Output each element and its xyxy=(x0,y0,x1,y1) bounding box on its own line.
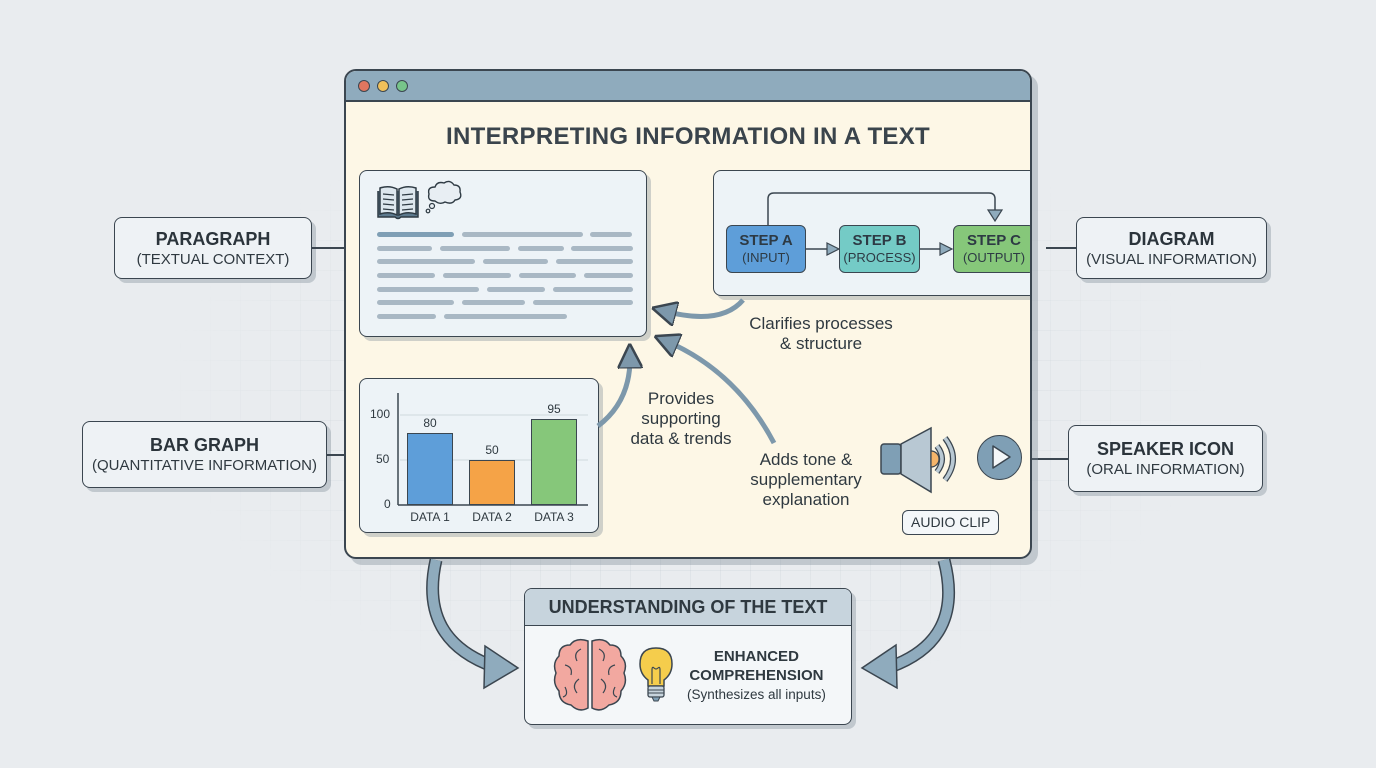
influence-arrows xyxy=(596,298,777,445)
bar-data-2 xyxy=(469,460,515,505)
audio-annotation: Adds tone & supplementary explanation xyxy=(750,450,862,509)
step-c-node: STEP C (OUTPUT) xyxy=(953,225,1030,273)
text-line xyxy=(377,259,475,264)
step-a-node: STEP A (INPUT) xyxy=(726,225,806,273)
open-book-icon xyxy=(377,185,419,220)
bar-graph-connector xyxy=(327,454,358,456)
text-line xyxy=(519,273,576,278)
diagram-label-box: DIAGRAM (VISUAL INFORMATION) xyxy=(1076,217,1267,279)
text-line xyxy=(556,259,633,264)
text-line xyxy=(518,246,564,251)
enhanced-comprehension-text: ENHANCED COMPREHENSION (Synthesizes all … xyxy=(687,648,826,702)
text-line xyxy=(462,300,525,305)
maximize-window-button[interactable] xyxy=(396,79,408,92)
bar-value-label: 50 xyxy=(485,443,499,457)
text-line xyxy=(443,273,511,278)
paragraph-connector xyxy=(312,247,358,249)
text-line xyxy=(444,314,567,319)
text-line xyxy=(440,246,510,251)
understanding-title: UNDERSTANDING OF THE TEXT xyxy=(525,589,851,626)
speaker-icon xyxy=(880,426,956,494)
window-heading: INTERPRETING INFORMATION IN A TEXT xyxy=(446,123,930,150)
text-line xyxy=(533,300,633,305)
close-window-button[interactable] xyxy=(358,79,370,92)
app-window: INTERPRETING INFORMATION IN A TEXT xyxy=(344,69,1032,559)
thought-bubble-icon xyxy=(425,180,462,214)
text-line xyxy=(377,287,479,292)
bar-data-1 xyxy=(407,433,453,505)
text-line xyxy=(462,232,583,237)
bar-value-label: 95 xyxy=(547,402,561,416)
bar-value-label: 80 xyxy=(423,416,437,430)
y-tick-50: 50 xyxy=(376,452,390,466)
paragraph-label-box: PARAGRAPH (TEXTUAL CONTEXT) xyxy=(114,217,312,279)
paragraph-label-subtitle: (TEXTUAL CONTEXT) xyxy=(136,250,290,268)
diagram-label-subtitle: (VISUAL INFORMATION) xyxy=(1086,250,1257,268)
x-category-label: DATA 1 xyxy=(410,510,450,524)
chart-annotation: Provides supporting data & trends xyxy=(630,389,732,448)
bar-data-3 xyxy=(531,419,577,505)
text-line xyxy=(483,259,548,264)
y-tick-0: 0 xyxy=(384,497,391,511)
text-line xyxy=(487,287,545,292)
speaker-label-box: SPEAKER ICON (ORAL INFORMATION) xyxy=(1068,425,1263,492)
lightbulb-icon xyxy=(639,647,673,702)
diagram-label-title: DIAGRAM xyxy=(1128,228,1215,249)
x-category-label: DATA 2 xyxy=(472,510,512,524)
bar-graph-label-title: BAR GRAPH xyxy=(149,435,259,455)
text-line xyxy=(377,246,432,251)
paragraph-card xyxy=(359,170,647,337)
paragraph-label-title: PARAGRAPH xyxy=(155,228,271,249)
minimize-window-button[interactable] xyxy=(377,79,389,92)
text-line xyxy=(377,273,435,278)
diagram-connector xyxy=(1046,247,1076,249)
text-line xyxy=(590,232,632,237)
bar-graph-label-box: BAR GRAPH (QUANTITATIVE INFORMATION) xyxy=(82,421,327,488)
text-line xyxy=(377,300,454,305)
diagram-card: STEP A (INPUT) STEP B (PROCESS) STEP C (… xyxy=(713,170,1030,296)
text-line xyxy=(584,273,633,278)
y-tick-100: 100 xyxy=(370,407,391,421)
speaker-label-title: SPEAKER ICON xyxy=(1096,439,1235,459)
text-line xyxy=(571,246,633,251)
audio-clip-callout: AUDIO CLIP xyxy=(902,510,1000,535)
speaker-connector xyxy=(1020,458,1068,460)
flow-arrows xyxy=(767,192,1004,256)
step-b-node: STEP B (PROCESS) xyxy=(839,225,920,273)
play-button-icon[interactable] xyxy=(977,435,1022,480)
window-titlebar xyxy=(346,71,1030,102)
bar-graph-label-subtitle: (QUANTITATIVE INFORMATION) xyxy=(92,457,317,474)
text-line xyxy=(377,314,436,319)
bar-chart-card: 100 50 0 80 50 95 DATA 1 DATA 2 DATA 3 xyxy=(359,378,599,533)
speaker-label-subtitle: (ORAL INFORMATION) xyxy=(1086,461,1245,478)
diagram-annotation: Clarifies processes & structure xyxy=(749,314,893,353)
text-line xyxy=(377,232,454,237)
understanding-box: UNDERSTANDING OF THE TEXT ENHANCED COMPR… xyxy=(524,588,852,725)
text-line xyxy=(553,287,633,292)
x-category-label: DATA 3 xyxy=(534,510,574,524)
brain-icon xyxy=(553,638,627,711)
